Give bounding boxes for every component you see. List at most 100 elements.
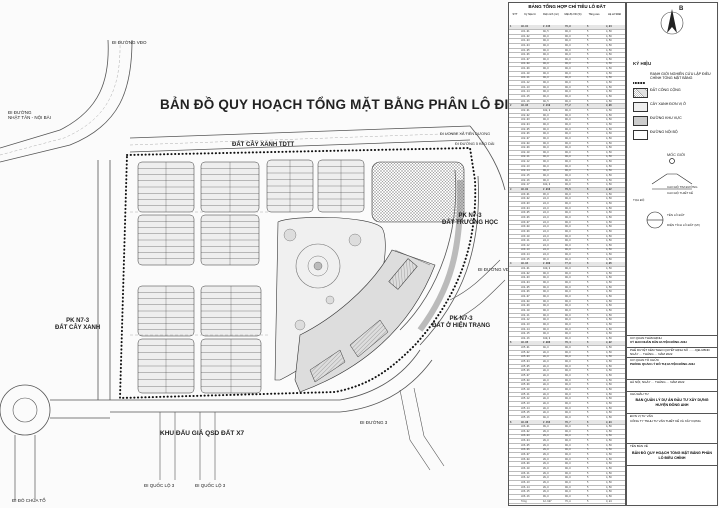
info-phe-duyet: PHÊ DUYỆT KÈM THEO QUYẾT ĐỊNH SỐ ……/QĐ-U… xyxy=(627,347,717,358)
table-cell: LK2-07 xyxy=(521,136,530,140)
table-cell: 5 xyxy=(587,471,589,475)
table-cell: LK4-08 xyxy=(521,299,530,303)
table-cell: 90,0 xyxy=(565,62,571,66)
table-cell: LK3-04 xyxy=(521,206,530,210)
table-cell: LK-04 xyxy=(521,262,529,266)
table-cell: 90,0 xyxy=(565,169,571,173)
table-cell: 4,50 xyxy=(606,485,612,489)
table-cell: LK1-01 xyxy=(521,29,530,33)
table-cell: 4,50 xyxy=(606,378,612,382)
table-cell: LK6-14 xyxy=(521,485,530,489)
table-cell: 100,0 xyxy=(543,267,551,271)
boundary-swatch xyxy=(632,72,647,84)
table-cell: LK2-17 xyxy=(521,183,530,187)
table-cell: 89,0 xyxy=(543,429,549,433)
table-cell: LK5-02 xyxy=(521,350,530,354)
table-cell: 5 xyxy=(587,234,589,238)
table-cell: 3,82 xyxy=(606,341,612,345)
table-cell: 3,84 xyxy=(606,25,612,29)
table-cell: 4,50 xyxy=(606,76,612,80)
table-cell: 90,0 xyxy=(565,453,571,457)
table-cell: LK2-02 xyxy=(521,113,530,117)
table-cell: 5 xyxy=(587,197,589,201)
table-header-0: STT xyxy=(512,13,518,16)
marker-label: MỐC GIỚI xyxy=(667,153,686,157)
table-cell: LK3-02 xyxy=(521,197,530,201)
table-cell: 90,0 xyxy=(565,67,571,71)
info-label: ĐƠN VỊ TƯ VẤN xyxy=(630,414,653,418)
table-cell: 88,0 xyxy=(543,401,549,405)
table-cell: 5 xyxy=(587,443,589,447)
table-cell: 90,0 xyxy=(565,108,571,112)
table-cell: 5 xyxy=(587,485,589,489)
table-cell: LK-06 xyxy=(521,420,529,424)
table-cell: 88,0 xyxy=(543,392,549,396)
table-cell: 90,0 xyxy=(565,485,571,489)
table-cell: 1 xyxy=(510,25,512,29)
table-cell: 12.927 xyxy=(543,499,552,503)
legend-item-green: CÂY XANH ĐƠN VỊ Ở xyxy=(633,101,717,113)
table-cell: 4,50 xyxy=(606,164,612,168)
table-cell: 5 xyxy=(587,164,589,168)
table-cell: 90,0 xyxy=(565,160,571,164)
table-cell: 90,0 xyxy=(565,406,571,410)
info-tu-van: ĐƠN VỊ TƯ VẤN CÔNG TY TNHH TƯ VẤN THIẾT … xyxy=(627,413,717,444)
elevation-label-1: CAO ĐỘ TIM ĐƯỜNG xyxy=(667,185,698,189)
table-cell: 90,0 xyxy=(565,85,571,89)
table-cell: 4,50 xyxy=(606,467,612,471)
table-cell: 4,50 xyxy=(606,113,612,117)
info-value: BẢN ĐỒ QUY HOẠCH TỔNG MẶT BẰNG PHÂN LÔ Đ… xyxy=(632,451,712,460)
table-cell: 90,0 xyxy=(543,113,549,117)
table-cell: 90,0 xyxy=(565,490,571,494)
table-cell: 90,0 xyxy=(543,43,549,47)
table-cell: 5 xyxy=(587,90,589,94)
table-cell: 76,4 xyxy=(565,341,571,345)
table-cell: 6 xyxy=(510,420,512,424)
table-cell: 90,0 xyxy=(565,99,571,103)
table-cell: 90,0 xyxy=(565,118,571,122)
table-cell: LK4-06 xyxy=(521,290,530,294)
table-cell: 5 xyxy=(587,462,589,466)
table-cell: 4,50 xyxy=(606,183,612,187)
table-cell: 90,0 xyxy=(565,136,571,140)
table-cell: 4,50 xyxy=(606,62,612,66)
table-cell: 4,50 xyxy=(606,155,612,159)
table-cell: 2.152 xyxy=(543,420,551,424)
north-arrow-icon xyxy=(660,9,684,35)
table-cell: 90,0 xyxy=(543,276,549,280)
legend-item-label: ĐƯỜNG KHU VỰC xyxy=(650,116,682,120)
zone-label-cay-xanh: PK N7-3 ĐẤT CÂY XANH xyxy=(55,318,101,331)
table-cell: 5 xyxy=(587,294,589,298)
legend-item-label: RANH GIỚI NGHIÊN CỨU LẬP ĐIỀU CHỈNH TỔNG… xyxy=(650,72,711,80)
table-cell: LK5-13 xyxy=(521,401,530,405)
table-cell: LK2-06 xyxy=(521,132,530,136)
table-cell: 98,5 xyxy=(543,99,549,103)
table-cell: 4,50 xyxy=(606,494,612,498)
table-cell: LK6-04 xyxy=(521,439,530,443)
table-cell: 90,0 xyxy=(565,480,571,484)
green-swatch xyxy=(633,102,648,112)
table-cell: 5 xyxy=(587,494,589,498)
table-cell: 5 xyxy=(587,290,589,294)
table-cell: 4,50 xyxy=(606,355,612,359)
table-cell: 4,50 xyxy=(606,99,612,103)
